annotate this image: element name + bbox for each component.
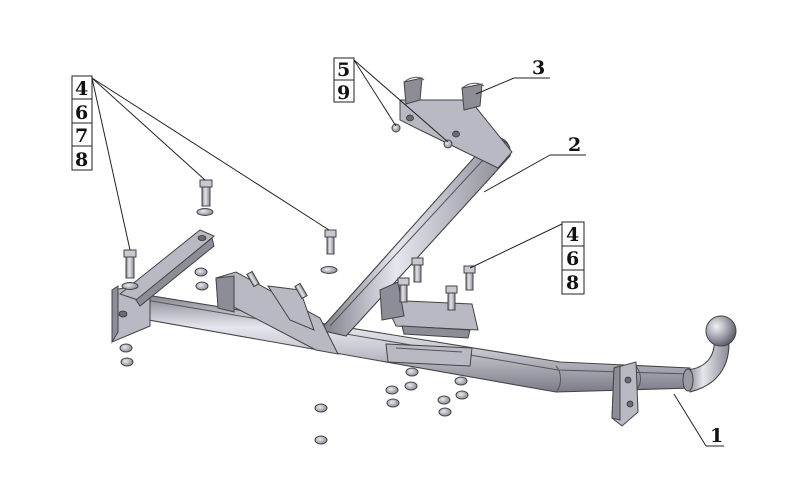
leader-line [673,393,707,447]
leader-line [353,59,397,127]
callout-label: 4 [566,224,579,246]
bolt [196,179,214,216]
bolt [445,285,458,311]
tow-ball [705,315,737,347]
bolt [463,265,476,291]
bolt [411,257,424,283]
callout-part-3: 3 [475,57,550,95]
callout-part-2: 2 [483,134,586,193]
callout-group-right: 4 6 8 [469,221,585,295]
callout-label: 4 [75,78,88,100]
leader-line [353,59,449,143]
bolt [320,229,338,274]
left-bracket-strip [118,229,215,307]
leader-line [91,77,131,251]
top-mount-bracket [391,76,513,169]
callout-label: 5 [337,59,350,81]
bottom-clamp-plate [385,343,473,367]
bolt [246,270,260,288]
bolt [294,282,308,300]
callout-label: 8 [566,272,579,294]
leader-line [91,77,330,231]
callout-label: 2 [568,134,581,156]
callout-label: 6 [566,248,579,270]
callout-label: 9 [337,82,350,104]
callout-label: 6 [75,102,88,124]
callout-label: 8 [75,149,88,171]
bolt [121,249,139,290]
leader-line [469,223,563,269]
callout-group-top: 5 9 [333,57,449,143]
leader-line [91,77,206,181]
tow-ball-neck [682,315,737,393]
callout-label: 3 [532,57,545,79]
bolt [397,277,410,303]
socket-plate [611,361,639,427]
callout-part-1: 1 [673,393,724,447]
leader-line [475,77,515,95]
nuts [119,267,469,445]
leader-line [483,154,551,193]
callout-label: 1 [710,425,723,447]
callout-label: 7 [75,125,88,147]
right-mount-plate [379,281,479,339]
callout-group-left: 4 6 7 8 [71,75,330,251]
